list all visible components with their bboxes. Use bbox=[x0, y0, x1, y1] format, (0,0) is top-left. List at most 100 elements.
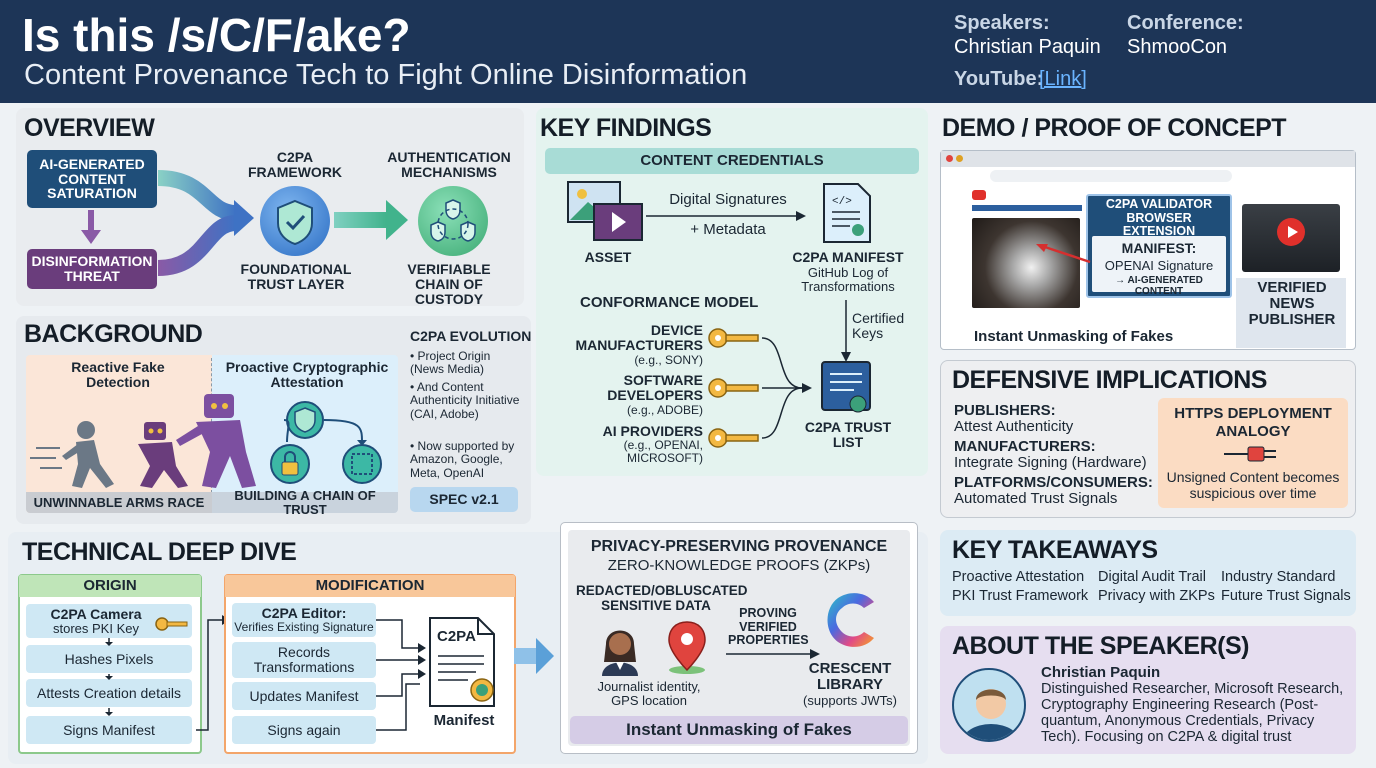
manifest-title: C2PA MANIFEST bbox=[792, 249, 904, 265]
gps-location-icon bbox=[668, 621, 706, 674]
digital-sig-label: Digital Signatures bbox=[669, 191, 787, 208]
editor-label: C2PA Editor: bbox=[261, 605, 347, 622]
crypto-chain-icon bbox=[270, 401, 382, 484]
conference-value: ShmooCon bbox=[1127, 36, 1228, 58]
content-credentials-header: CONTENT CREDENTIALS bbox=[545, 148, 919, 174]
right-sidebar-shade bbox=[1236, 278, 1346, 348]
ai-content-box: AI-GENERATED CONTENT SATURATION bbox=[27, 150, 157, 208]
origin-flow-arrows bbox=[105, 638, 113, 716]
speaker-name: Christian Paquin bbox=[1041, 664, 1161, 681]
crescent-label: CRESCENT LIBRARY bbox=[808, 660, 892, 694]
device-label: DEVICE MANUFACTURERS bbox=[575, 322, 703, 354]
records-step: Records Transformations bbox=[232, 642, 376, 678]
certified-label: Certified Keys bbox=[852, 310, 905, 342]
foundational-label: FOUNDATIONAL TRUST LAYER bbox=[240, 261, 352, 293]
certified-arrow bbox=[841, 300, 851, 362]
auth-mech-label: AUTHENTICATION MECHANISMS bbox=[387, 149, 511, 181]
key-icons-and-lines bbox=[708, 328, 812, 448]
takeaway-2: PKI Trust Framework bbox=[952, 588, 1089, 604]
browser-dots bbox=[946, 155, 976, 163]
demo-instant-label: Instant Unmasking of Fakes bbox=[974, 328, 1174, 345]
attests-step: Attests Creation details bbox=[26, 679, 192, 707]
youtube-logo-icon bbox=[972, 190, 986, 200]
updates-step: Updates Manifest bbox=[232, 682, 376, 710]
https-text: Unsigned Content becomes suspicious over… bbox=[1166, 469, 1340, 502]
fake-image-thumbnail bbox=[972, 218, 1080, 308]
verifiable-label: VERIFIABLE CHAIN OF CUSTODY bbox=[407, 261, 491, 308]
conformance-title: CONFORMANCE MODEL bbox=[580, 294, 759, 311]
software-label: SOFTWARE DEVELOPERS bbox=[607, 372, 703, 404]
metadata-label: + Metadata bbox=[690, 221, 766, 238]
overview-flow-arrows bbox=[81, 170, 408, 276]
speaker-title: ABOUT THE SPEAKER(S) bbox=[952, 632, 1249, 660]
min-dot-icon[interactable] bbox=[956, 155, 963, 162]
sig-arrow bbox=[646, 211, 806, 221]
evolution-title: C2PA EVOLUTION bbox=[410, 328, 532, 344]
signs-again-step: Signs again bbox=[232, 716, 376, 744]
takeaway-5: Industry Standard bbox=[1221, 569, 1336, 585]
trust-list-icon bbox=[821, 361, 871, 413]
camera-label: C2PA Camera bbox=[50, 605, 142, 622]
speakers-label: Speakers: bbox=[954, 12, 1050, 34]
modification-header: MODIFICATION bbox=[225, 575, 515, 597]
youtube-link[interactable]: [Link] bbox=[1039, 68, 1087, 90]
origin-header: ORIGIN bbox=[19, 575, 201, 597]
proving-label: PROVING VERIFIED PROPERTIES bbox=[728, 606, 809, 647]
disinfo-box: DISINFORMATION THREAT bbox=[27, 249, 157, 289]
proving-arrow bbox=[726, 649, 820, 659]
manifest-label: Manifest bbox=[433, 712, 495, 729]
evolution-item-3: • Now supported by Amazon, Google, Meta,… bbox=[410, 439, 515, 480]
crescent-sub: (supports JWTs) bbox=[803, 693, 897, 708]
crescent-logo-icon bbox=[827, 593, 874, 647]
to-privacy-arrow bbox=[514, 638, 554, 674]
defensive-row-2-head: MANUFACTURERS: bbox=[954, 438, 1096, 455]
hashes-step: Hashes Pixels bbox=[26, 645, 192, 673]
key-findings-title: KEY FINDINGS bbox=[540, 114, 712, 142]
running-figures-icon bbox=[30, 394, 256, 488]
trust-list-label: C2PA TRUST LIST bbox=[804, 419, 892, 451]
takeaway-6: Future Trust Signals bbox=[1221, 588, 1351, 604]
header-bar bbox=[0, 0, 1376, 103]
journalist-icon bbox=[602, 630, 638, 676]
browser-urlbar[interactable] bbox=[990, 170, 1232, 182]
defensive-row-2-text: Integrate Signing (Hardware) bbox=[954, 454, 1147, 471]
verified-chain-icon bbox=[418, 186, 488, 256]
proactive-label: Proactive Cryptographic Attestation bbox=[225, 359, 389, 391]
background-title: BACKGROUND bbox=[24, 320, 203, 348]
https-title: HTTPS DEPLOYMENT ANALOGY bbox=[1174, 405, 1332, 440]
demo-manifest-label: MANIFEST: bbox=[1121, 240, 1197, 256]
privacy-title: PRIVACY-PRESERVING PROVENANCE bbox=[590, 538, 888, 555]
play-button-icon[interactable] bbox=[1277, 218, 1305, 246]
mod-to-doc-arrows bbox=[376, 619, 426, 731]
ai-providers-label: AI PROVIDERS bbox=[602, 423, 703, 439]
journalist-label: Journalist identity, GPS location bbox=[597, 679, 701, 709]
asset-label: ASSET bbox=[584, 249, 632, 265]
openai-sig-label: OPENAI Signature bbox=[1104, 258, 1214, 273]
editor-sub: Verifies Existing Signature bbox=[234, 620, 374, 635]
ai-providers-eg: (e.g., OPENAI, MICROSOFT) bbox=[623, 438, 703, 465]
takeaway-4: Privacy with ZKPs bbox=[1098, 588, 1215, 604]
privacy-instant-label: Instant Unmasking of Fakes bbox=[570, 716, 908, 744]
doc-label: C2PA bbox=[437, 628, 476, 645]
takeaway-3: Digital Audit Trail bbox=[1098, 569, 1206, 585]
shield-icon bbox=[260, 186, 330, 256]
takeaways-panel bbox=[940, 530, 1356, 616]
c2pa-framework-label: C2PA FRAMEWORK bbox=[247, 149, 343, 181]
defensive-row-1-text: Attest Authenticity bbox=[954, 418, 1074, 435]
pki-key-icon bbox=[155, 617, 188, 631]
defensive-row-1-head: PUBLISHERS: bbox=[954, 402, 1056, 419]
close-dot-icon[interactable] bbox=[946, 155, 953, 162]
validator-title: C2PA VALIDATOR BROWSER EXTENSION bbox=[1105, 197, 1213, 238]
c2pa-manifest-doc-icon bbox=[429, 617, 495, 707]
signs-step: Signs Manifest bbox=[26, 716, 192, 744]
svg-text:</>: </> bbox=[832, 196, 852, 208]
defensive-row-3-text: Automated Trust Signals bbox=[954, 490, 1118, 507]
video-bar bbox=[972, 205, 1082, 211]
browser-tabbar bbox=[941, 151, 1355, 167]
arms-race-label: UNWINNABLE ARMS RACE bbox=[26, 492, 212, 513]
page-subtitle: Content Provenance Tech to Fight Online … bbox=[24, 59, 748, 91]
deep-dive-title: TECHNICAL DEEP DIVE bbox=[22, 538, 297, 566]
page-title: Is this /s/C/F/ake? bbox=[22, 9, 411, 61]
device-eg: (e.g., SONY) bbox=[634, 353, 703, 367]
camera-sub: stores PKI Key bbox=[53, 620, 139, 636]
